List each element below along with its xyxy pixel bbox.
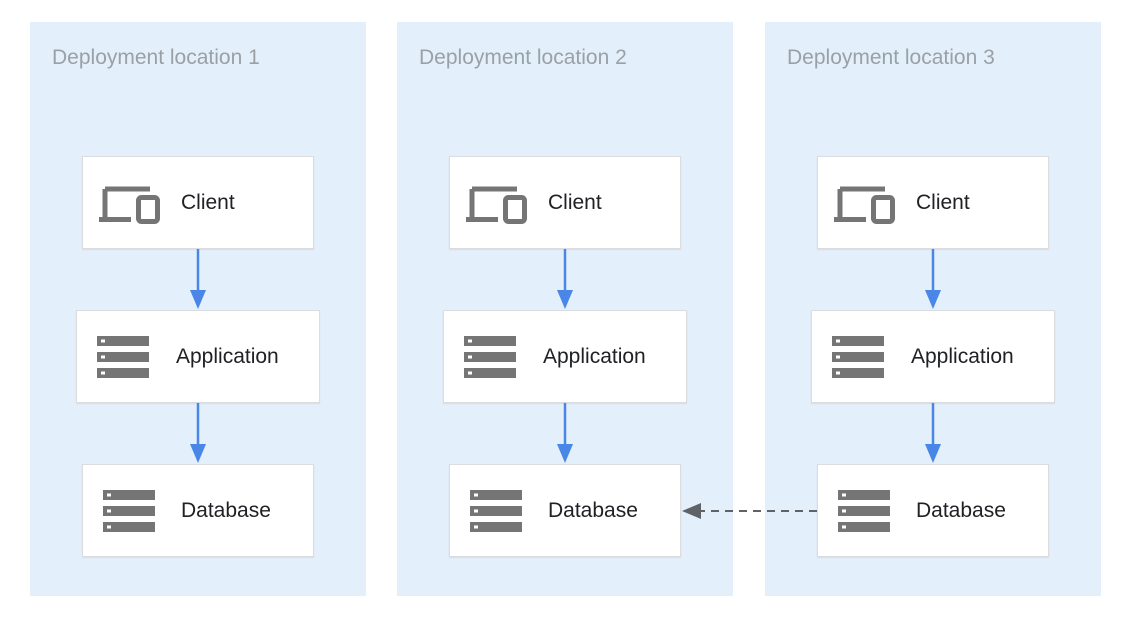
database-label: Database (916, 498, 1006, 522)
server-stack-icon (832, 335, 884, 378)
database-label: Database (181, 498, 271, 522)
laptop-phone-icon (834, 186, 895, 224)
database-label: Database (548, 498, 638, 522)
laptop-phone-icon (466, 186, 527, 224)
database-node[interactable]: Database (82, 464, 314, 557)
client-label: Client (548, 190, 602, 214)
application-node[interactable]: Application (76, 310, 320, 403)
application-node[interactable]: Application (811, 310, 1055, 403)
laptop-phone-icon (99, 186, 160, 224)
deployment-zone-2: Deployment location 2 Client Application… (397, 22, 733, 596)
deployment-zone-1: Deployment location 1 Client Application… (30, 22, 366, 596)
application-label: Application (176, 344, 279, 368)
server-stack-icon (97, 335, 149, 378)
database-node[interactable]: Database (817, 464, 1049, 557)
zone-title: Deployment location 3 (787, 46, 995, 69)
application-node[interactable]: Application (443, 310, 687, 403)
zone-title: Deployment location 2 (419, 46, 627, 69)
client-node[interactable]: Client (817, 156, 1049, 249)
server-stack-icon (838, 489, 890, 532)
server-stack-icon (470, 489, 522, 532)
application-label: Application (911, 344, 1014, 368)
application-label: Application (543, 344, 646, 368)
deployment-zone-3: Deployment location 3 Client Application… (765, 22, 1101, 596)
client-label: Client (916, 190, 970, 214)
server-stack-icon (103, 489, 155, 532)
client-node[interactable]: Client (82, 156, 314, 249)
database-node[interactable]: Database (449, 464, 681, 557)
client-label: Client (181, 190, 235, 214)
zone-title: Deployment location 1 (52, 46, 260, 69)
client-node[interactable]: Client (449, 156, 681, 249)
server-stack-icon (464, 335, 516, 378)
